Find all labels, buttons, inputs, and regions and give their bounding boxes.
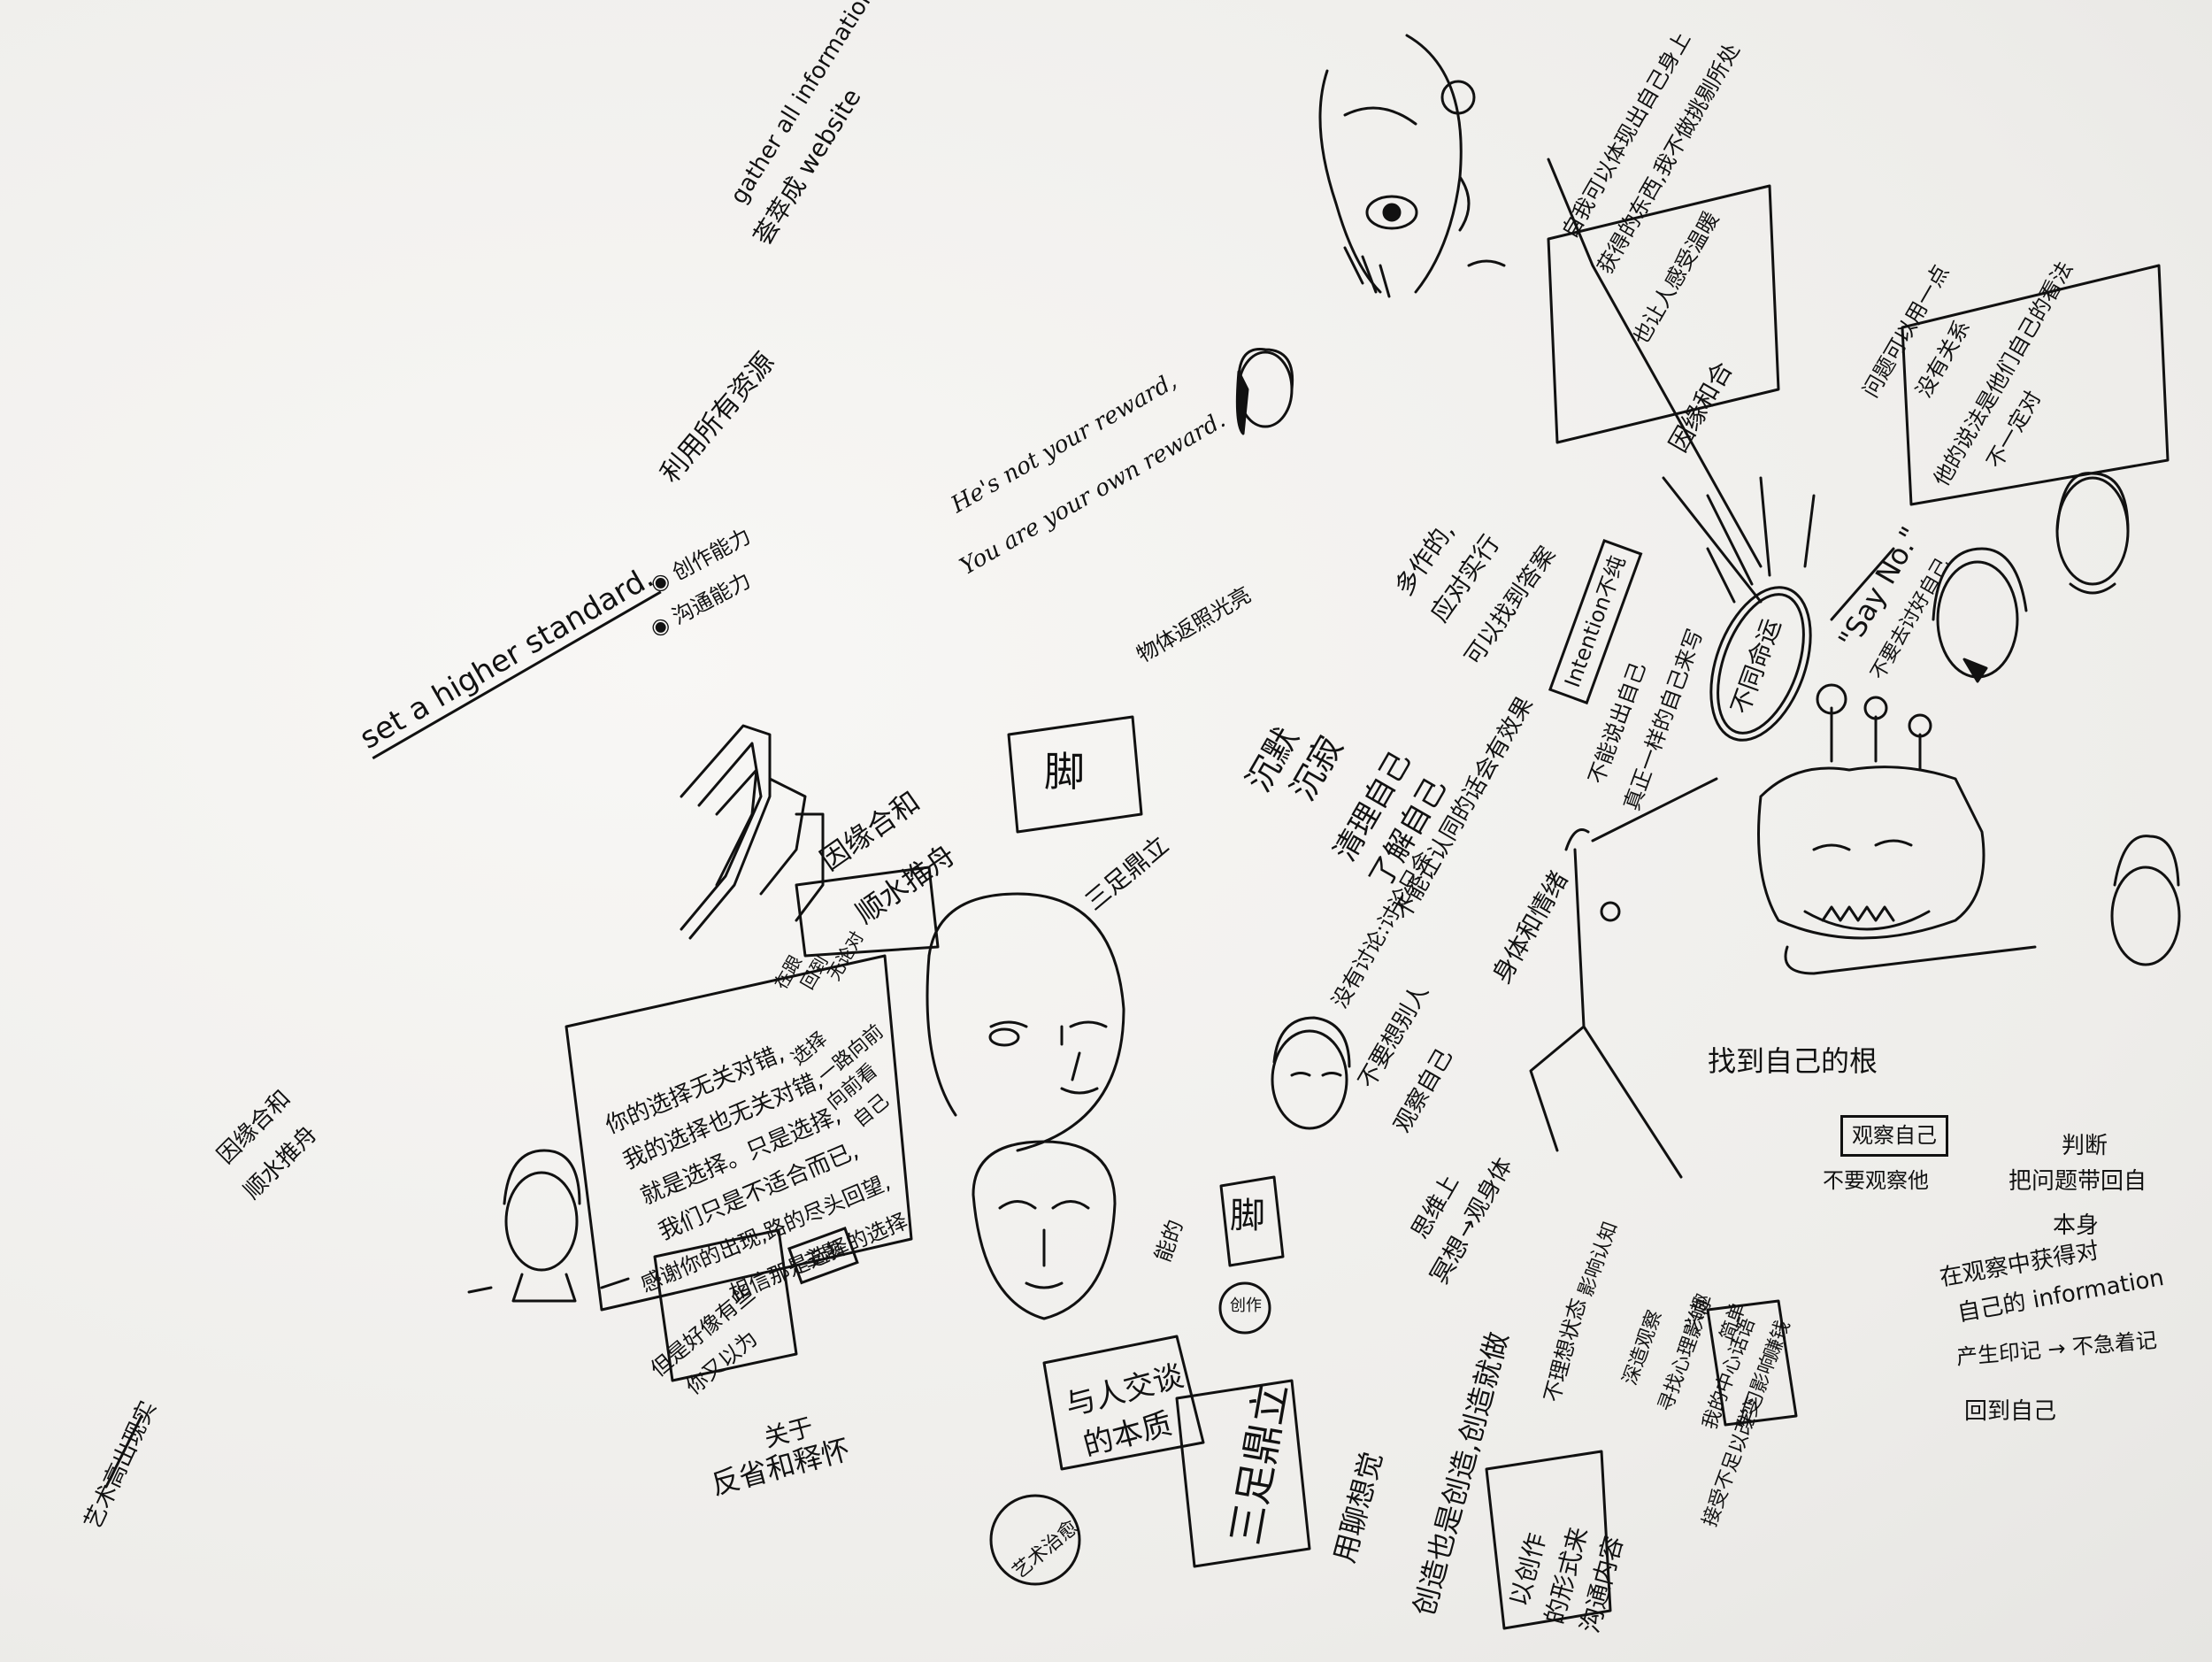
face-drawing-top	[1318, 34, 1506, 298]
note-circle-small: 创作	[1230, 1297, 1262, 1315]
note-panduan-1: 判断	[2062, 1133, 2108, 1159]
note-buyao3: 不要观察他	[1823, 1168, 1929, 1193]
face-drawing-center	[926, 892, 1125, 1152]
note-huidao: 回到自己	[1964, 1398, 2057, 1425]
note-boxes	[565, 184, 2170, 1630]
creature-drawing	[1757, 683, 2037, 975]
underline-art-left	[104, 1414, 143, 1489]
pipe-drawing	[680, 724, 825, 940]
arrow-lines	[1547, 158, 1895, 742]
note-panduan-2: 把问题带回自	[2008, 1168, 2147, 1195]
note-foot-box: 脚	[1044, 748, 1085, 796]
note-jiao-box: 脚	[1230, 1196, 1265, 1236]
note-guancha2: 观察自己	[1840, 1115, 1948, 1157]
face-drawing-small	[1235, 347, 1294, 435]
note-zhaodao: 找到自己的根	[1708, 1044, 1878, 1078]
face-drawing-left	[467, 1149, 630, 1303]
figure-drawing	[1529, 777, 1718, 1179]
face-drawing-mid	[1271, 1016, 1351, 1130]
face-drawing-lower	[972, 1140, 1117, 1320]
face-drawing-right	[1932, 472, 2181, 966]
note-panduan-3: 本身	[2053, 1212, 2100, 1239]
